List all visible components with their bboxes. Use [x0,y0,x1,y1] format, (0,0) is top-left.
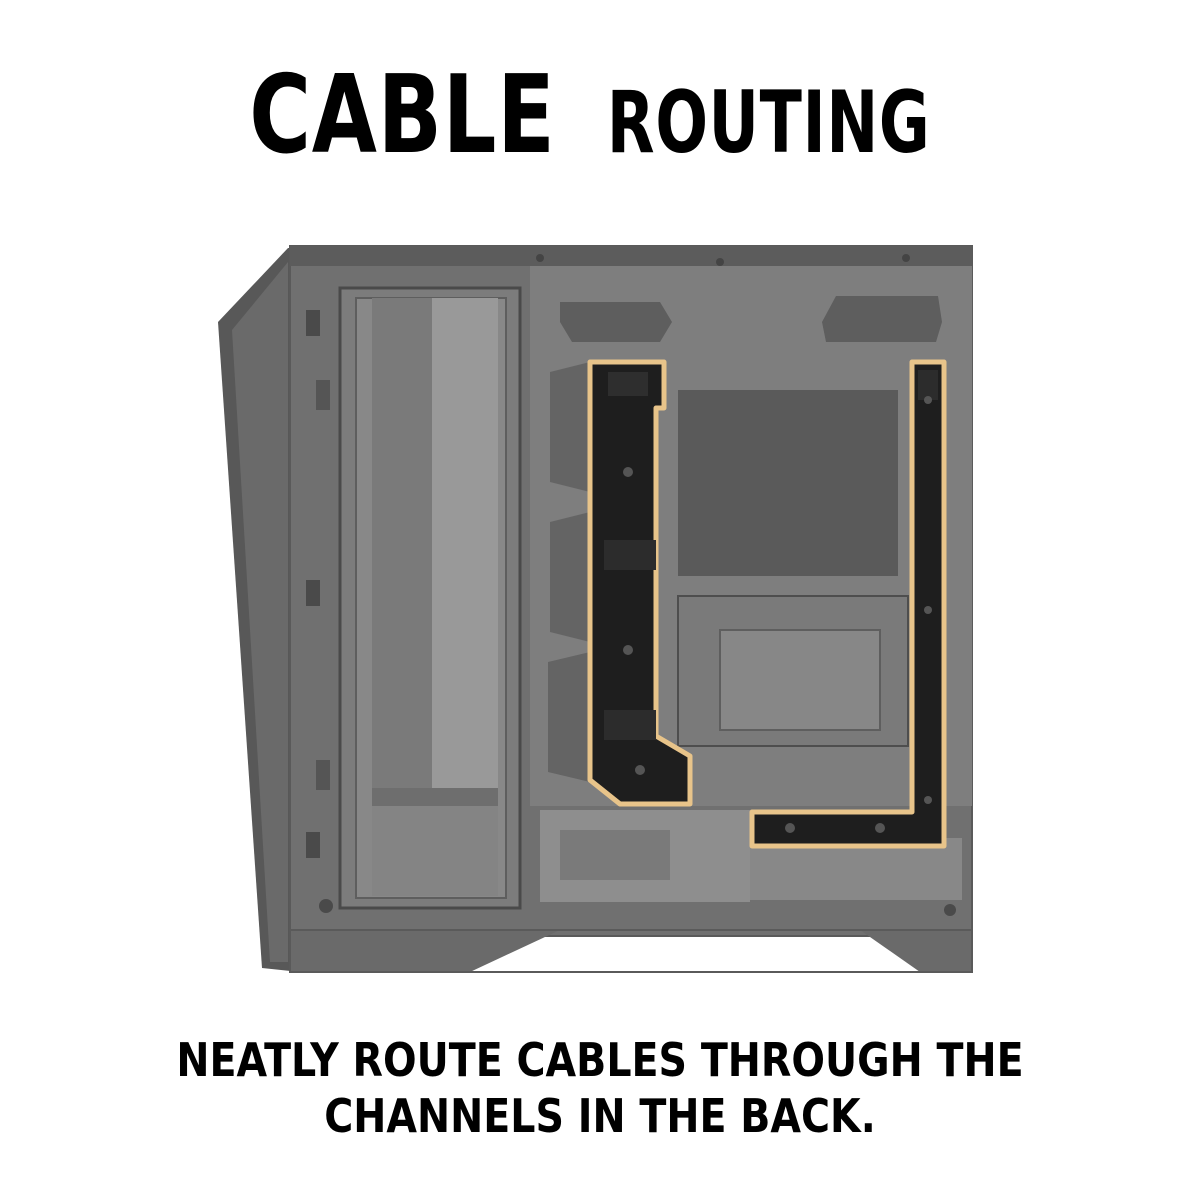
caption-line-1: NEATLY ROUTE CABLES THROUGH THE [176,1033,1024,1087]
motherboard-plate [678,390,898,576]
case-foot [290,930,972,972]
caption: NEATLY ROUTE CABLES THROUGH THE CHANNELS… [0,1032,1200,1144]
cable-channel-right [749,359,947,849]
caption-line-2: CHANNELS IN THE BACK. [324,1089,876,1143]
title-primary: CABLE [249,53,556,178]
page-title: CABLE ROUTING [0,62,1200,170]
title-secondary: ROUTING [607,73,931,173]
cable-channel-left [587,359,693,807]
